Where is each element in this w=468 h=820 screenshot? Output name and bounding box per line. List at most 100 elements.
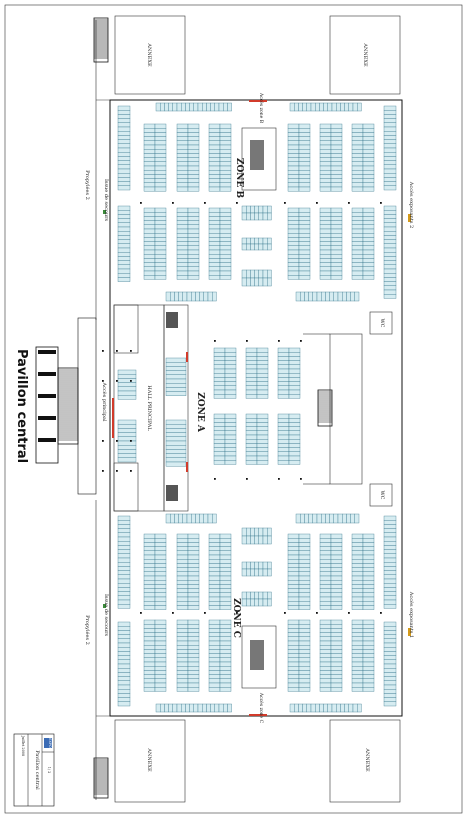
booth: [143, 165, 156, 171]
booth: [187, 601, 200, 606]
booth: [336, 703, 341, 713]
booth: [362, 144, 375, 150]
booth: [219, 542, 232, 547]
booth: [224, 352, 237, 357]
booth: [383, 574, 397, 580]
booth: [383, 264, 397, 270]
booth: [154, 182, 167, 188]
booth: [330, 258, 343, 263]
booth: [176, 571, 189, 577]
booth: [287, 270, 300, 276]
booth: [310, 703, 316, 713]
booth: [287, 624, 300, 629]
booth: [351, 640, 364, 646]
booth: [298, 653, 311, 658]
booth: [362, 212, 375, 217]
booth: [383, 235, 397, 240]
booth: [250, 277, 255, 287]
booth: [319, 170, 332, 175]
booth: [187, 670, 200, 675]
booth: [287, 228, 300, 234]
booth: [298, 186, 311, 192]
booth: [208, 640, 221, 646]
booth: [287, 563, 300, 568]
booth: [213, 373, 226, 378]
booth: [330, 212, 343, 217]
booth: [351, 165, 364, 171]
booth: [154, 140, 167, 146]
pillar: [102, 470, 104, 472]
booth: [329, 291, 334, 302]
booth: [176, 575, 189, 581]
booth: [172, 703, 178, 713]
booth: [176, 580, 189, 585]
booth: [176, 678, 189, 684]
booth: [154, 165, 167, 171]
booth: [319, 220, 332, 225]
booth-row: [241, 591, 272, 607]
booth-strip: [383, 515, 397, 609]
booth: [219, 123, 232, 129]
booth: [165, 387, 187, 392]
booth: [174, 513, 179, 524]
booth: [143, 178, 156, 183]
booth: [254, 598, 259, 607]
booth: [154, 249, 167, 255]
booth: [383, 226, 397, 232]
booth: [176, 632, 189, 637]
booth: [143, 157, 156, 162]
booth: [351, 254, 364, 259]
booth: [187, 628, 200, 633]
booth: [143, 542, 156, 547]
booth: [362, 670, 375, 675]
booth: [298, 174, 311, 179]
booth: [219, 212, 232, 217]
booth: [287, 186, 300, 192]
booth: [383, 173, 397, 178]
booth-block: [213, 347, 237, 399]
booth: [342, 513, 347, 524]
booth: [250, 535, 255, 545]
booth: [319, 228, 332, 234]
booth: [267, 269, 272, 279]
booth: [362, 207, 375, 213]
booth: [298, 182, 311, 188]
booth: [219, 674, 232, 679]
booth: [176, 703, 182, 713]
booth: [321, 291, 326, 302]
booth: [351, 649, 364, 654]
booth: [383, 689, 397, 694]
booth: [298, 588, 311, 593]
booth: [330, 207, 343, 213]
booth: [319, 254, 332, 259]
booth: [224, 373, 237, 378]
booth: [287, 249, 300, 255]
booth: [319, 649, 332, 654]
booth-strip: [165, 419, 187, 467]
booth: [298, 170, 311, 175]
booth: [319, 567, 332, 572]
pillar: [246, 340, 248, 342]
booth: [348, 703, 354, 713]
booth: [298, 270, 311, 276]
booth: [321, 513, 326, 524]
booth: [330, 538, 343, 543]
booth: [383, 578, 397, 584]
booth: [186, 513, 192, 524]
booth: [267, 568, 272, 577]
booth: [117, 562, 131, 567]
booth: [117, 181, 131, 186]
booth: [337, 291, 343, 302]
booth: [176, 128, 189, 133]
booth: [117, 528, 131, 533]
booth: [245, 347, 258, 353]
booth: [154, 563, 167, 568]
booth: [154, 674, 167, 679]
booth: [245, 451, 258, 457]
booth: [219, 249, 232, 255]
booth: [143, 592, 156, 598]
booth: [383, 630, 397, 635]
booth: [383, 252, 397, 257]
booth: [187, 233, 200, 238]
booth: [219, 216, 232, 221]
